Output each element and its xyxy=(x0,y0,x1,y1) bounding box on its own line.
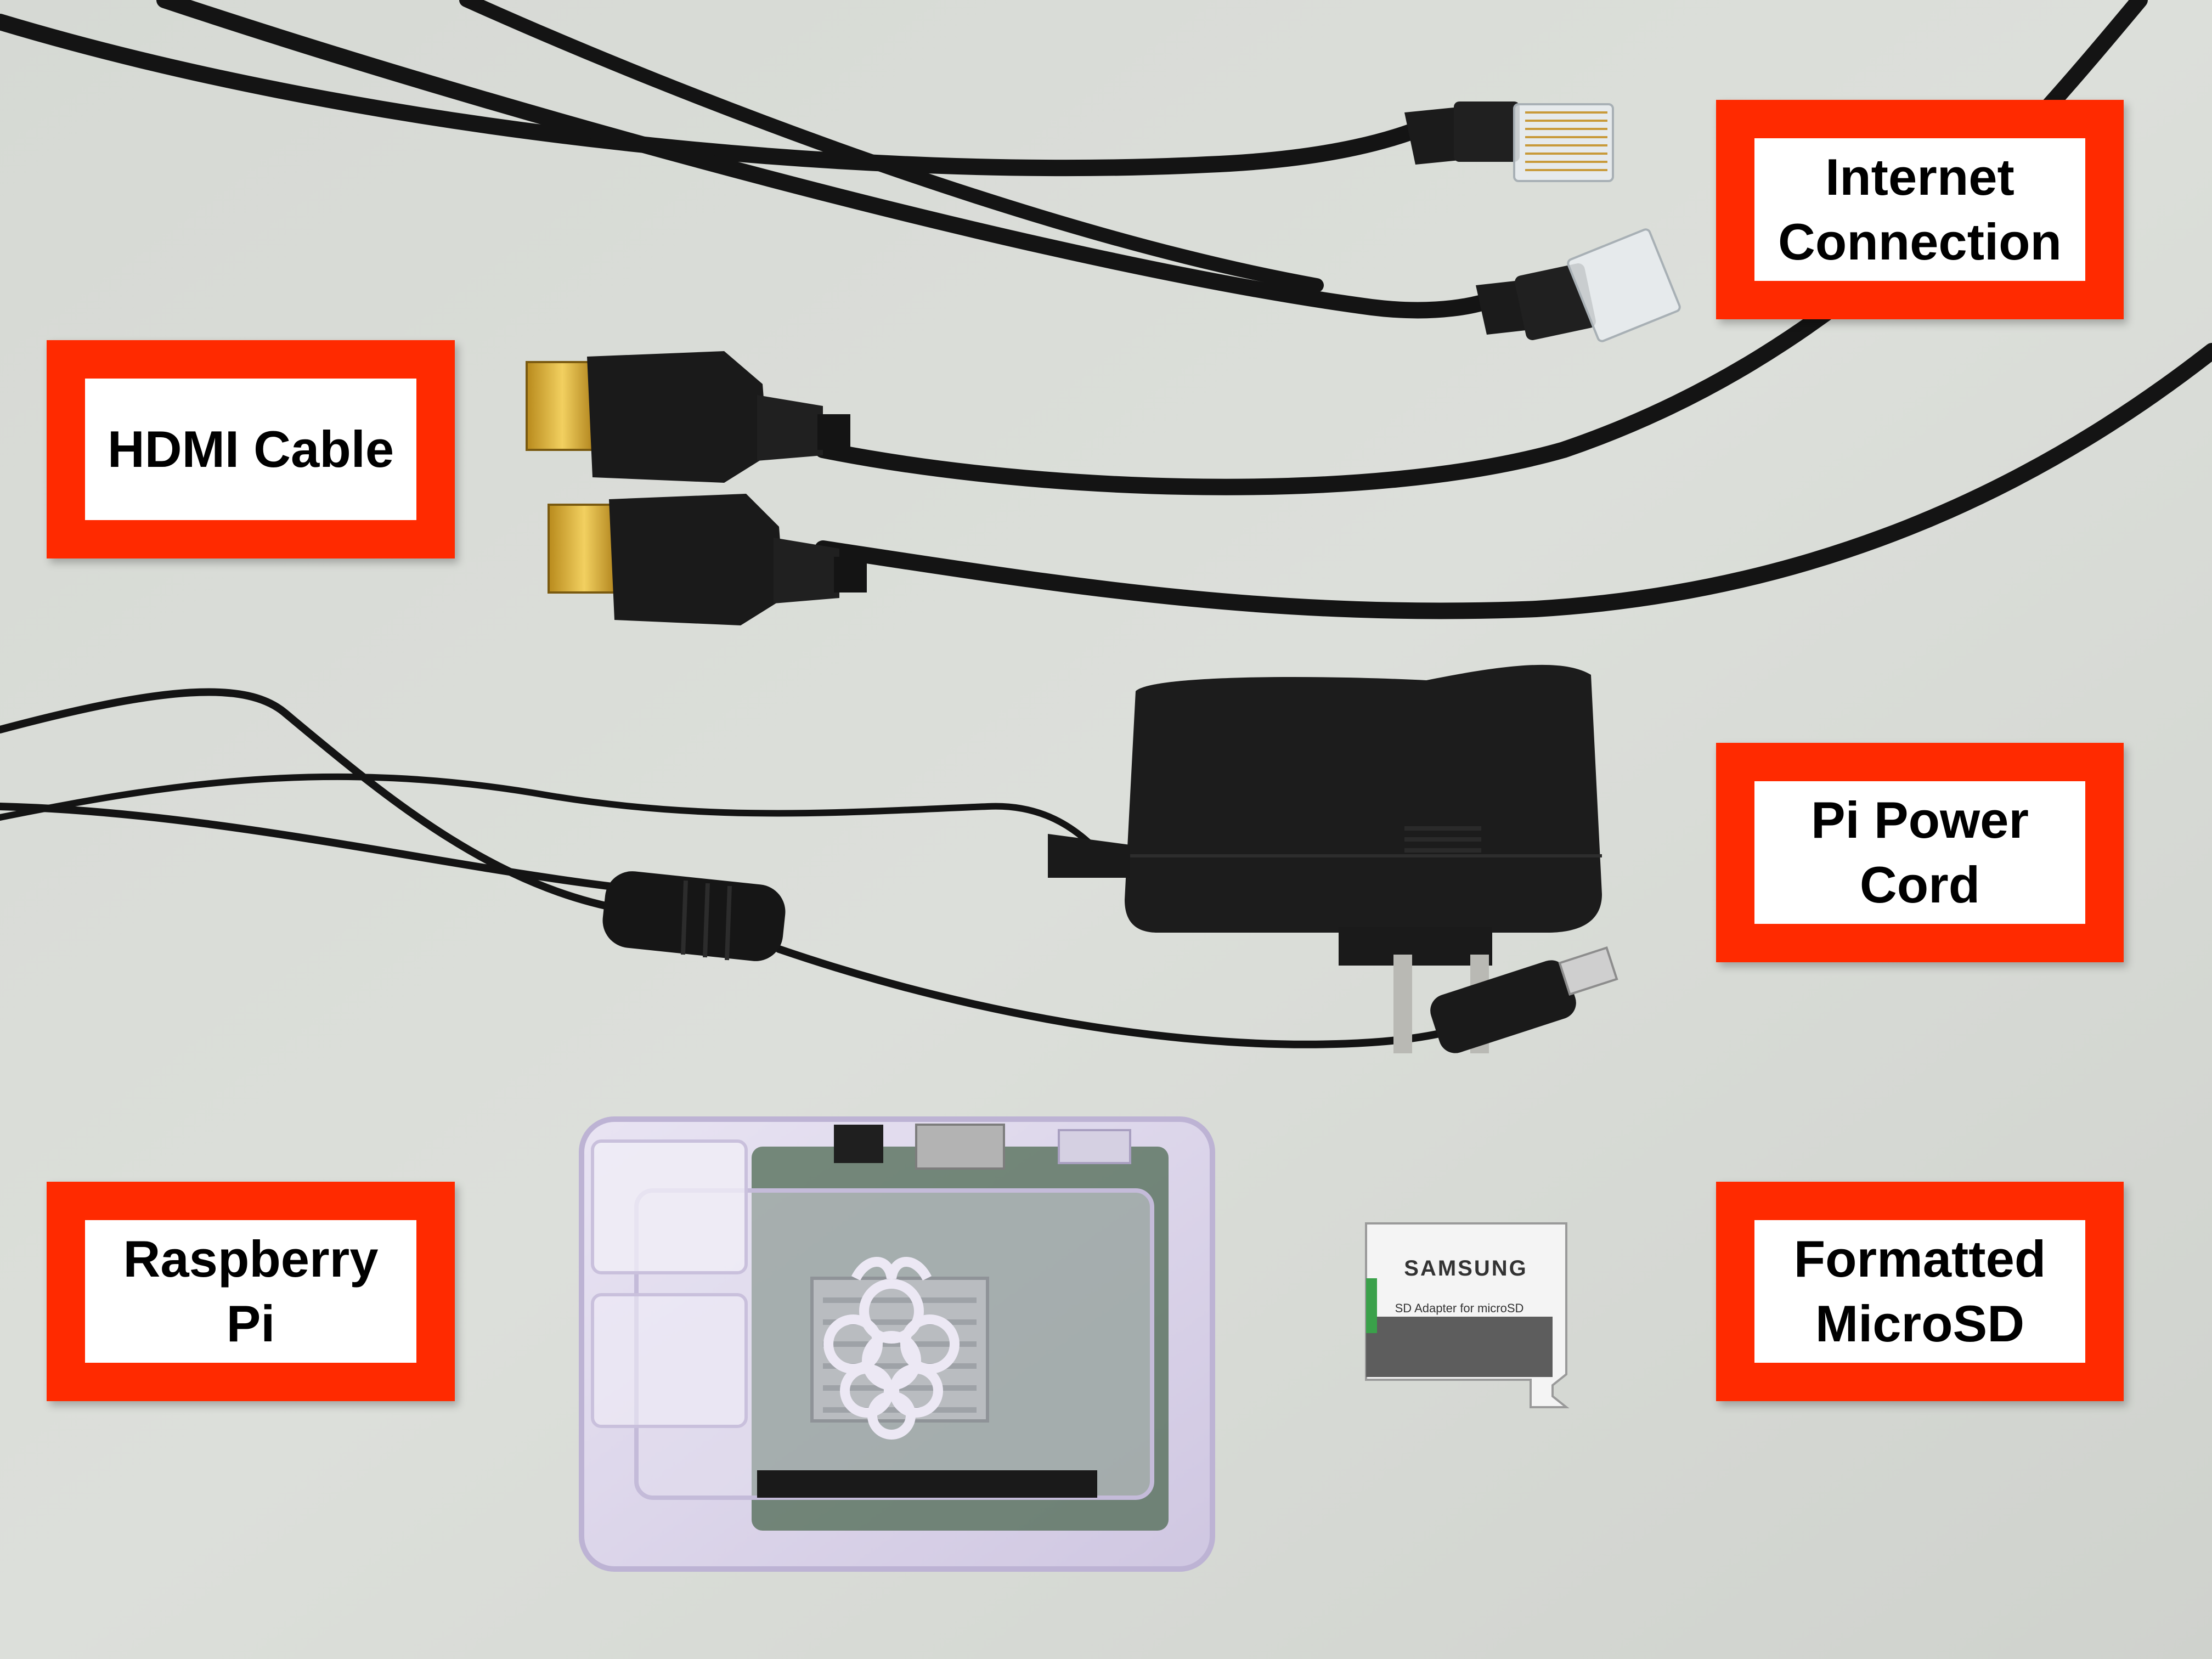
raspberry-logo xyxy=(823,1257,960,1440)
micro-usb-plug xyxy=(1430,946,1618,1053)
label-power-line1: Pi Power xyxy=(1810,791,2029,849)
label-internet-connection: Internet Connection xyxy=(1716,100,2124,319)
raspberry-pi-case xyxy=(579,1116,1215,1572)
label-pi-line2: Pi xyxy=(226,1295,275,1352)
hdmi-plug-2 xyxy=(548,494,867,625)
label-pi-line1: Raspberry xyxy=(123,1230,379,1288)
ethernet-plug-1 xyxy=(1404,101,1614,182)
label-formatted-microsd: Formatted MicroSD xyxy=(1716,1182,2124,1401)
ethernet-plug-2 xyxy=(1476,228,1681,342)
power-adapter xyxy=(1048,664,1602,1053)
label-pi-power-cord: Pi Power Cord xyxy=(1716,743,2124,962)
label-sd-line1: Formatted xyxy=(1793,1230,2046,1288)
label-internet-line1: Internet xyxy=(1825,148,2015,206)
hdmi-plug-1 xyxy=(526,351,850,483)
sd-brand-text: SAMSUNG xyxy=(1404,1256,1527,1280)
sd-caption-text: SD Adapter for microSD xyxy=(1395,1301,1524,1315)
label-internet-line2: Connection xyxy=(1778,213,2062,270)
label-hdmi-line1: HDMI Cable xyxy=(107,420,394,478)
label-sd-line2: MicroSD xyxy=(1815,1295,2025,1352)
sd-adapter-card: SAMSUNG SD Adapter for microSD xyxy=(1365,1222,1570,1408)
ferrite-bead xyxy=(602,871,786,961)
label-raspberry-pi: Raspberry Pi xyxy=(47,1182,455,1401)
label-power-line2: Cord xyxy=(1859,856,1980,913)
label-hdmi-cable: HDMI Cable xyxy=(47,340,455,558)
